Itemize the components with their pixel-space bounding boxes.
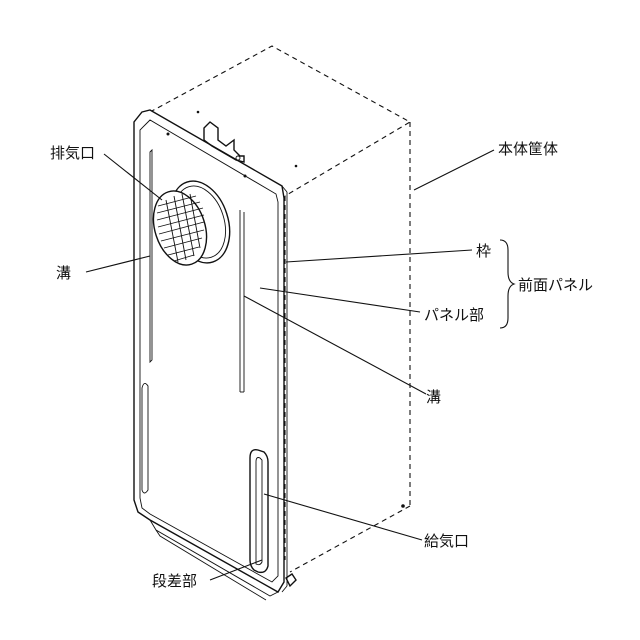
label-step-section: 段差部 bbox=[152, 572, 197, 590]
leader-intake-port bbox=[264, 494, 422, 540]
label-frame: 枠 bbox=[476, 242, 491, 260]
label-groove-center: 溝 bbox=[426, 388, 441, 406]
label-exhaust-port: 排気口 bbox=[50, 144, 95, 162]
label-front-panel: 前面パネル bbox=[518, 276, 593, 294]
leader-body-housing bbox=[414, 150, 494, 190]
label-intake-port: 給気口 bbox=[424, 532, 469, 550]
label-groove-left: 溝 bbox=[56, 264, 71, 282]
label-panel-section: パネル部 bbox=[424, 306, 484, 324]
front-panel-brace bbox=[500, 240, 514, 328]
label-body-housing: 本体筐体 bbox=[498, 140, 558, 158]
leader-frame bbox=[286, 250, 472, 262]
front-panel bbox=[134, 110, 296, 600]
